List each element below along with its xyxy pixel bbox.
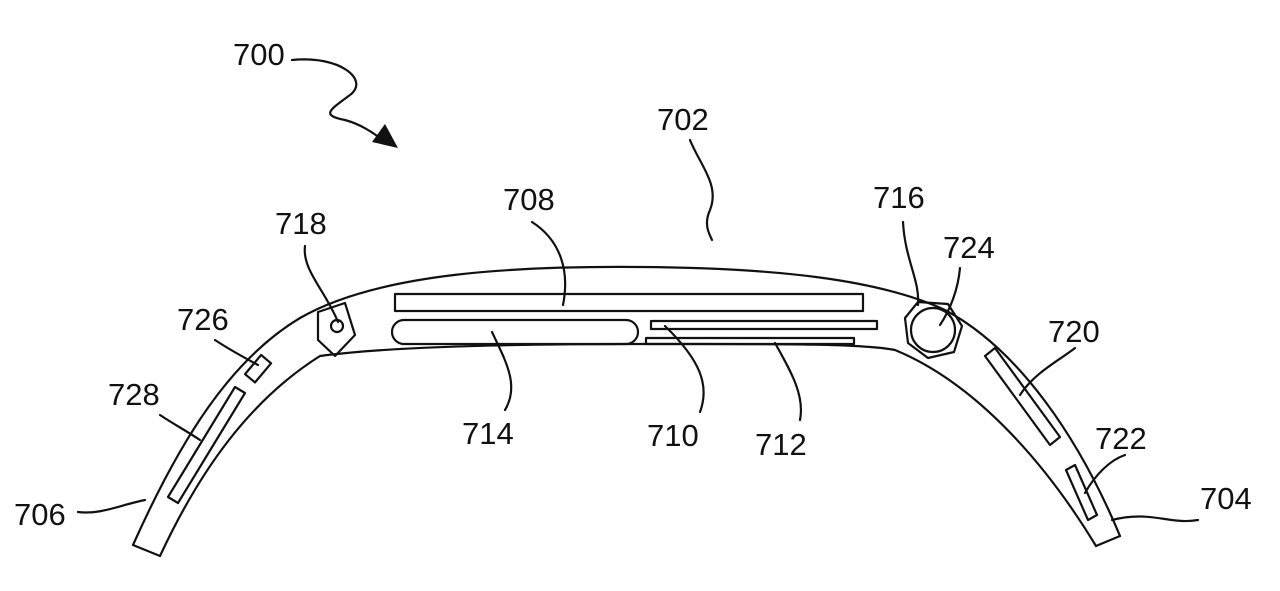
arrowhead-700 bbox=[372, 124, 398, 148]
component-720 bbox=[983, 346, 1062, 447]
leader-704 bbox=[1110, 515, 1200, 523]
band-end-right bbox=[1094, 534, 1122, 548]
label-706: 706 bbox=[14, 497, 66, 532]
leader-714 bbox=[490, 330, 513, 412]
component-722 bbox=[1064, 463, 1099, 522]
leader-720 bbox=[1018, 346, 1077, 397]
label-708: 708 bbox=[503, 182, 555, 217]
component-726 bbox=[243, 353, 273, 384]
leader-722 bbox=[1083, 453, 1127, 495]
battery-714 bbox=[390, 318, 640, 346]
leader-724 bbox=[938, 266, 962, 327]
label-710: 710 bbox=[647, 418, 699, 453]
leader-716 bbox=[901, 220, 920, 307]
component-728 bbox=[166, 385, 247, 505]
label-714: 714 bbox=[462, 416, 514, 451]
label-702: 702 bbox=[657, 102, 709, 137]
leader-702 bbox=[688, 138, 714, 242]
band-inner-edge bbox=[158, 342, 1098, 558]
board-710 bbox=[649, 319, 879, 331]
leader-710 bbox=[663, 324, 705, 414]
label-722: 722 bbox=[1095, 421, 1147, 456]
label-712: 712 bbox=[755, 427, 807, 462]
crown-716 bbox=[903, 300, 964, 360]
display-708 bbox=[393, 292, 865, 313]
label-704: 704 bbox=[1200, 481, 1252, 516]
sensor-718 bbox=[316, 301, 357, 358]
leader-728 bbox=[158, 413, 202, 442]
crown-724 bbox=[909, 306, 957, 354]
label-716: 716 bbox=[873, 180, 925, 215]
leader-700 bbox=[290, 58, 382, 140]
label-700: 700 bbox=[233, 37, 285, 72]
leader-708 bbox=[530, 220, 567, 307]
board-712 bbox=[644, 336, 856, 346]
band-outer-edge bbox=[131, 265, 1122, 547]
leader-706 bbox=[76, 498, 147, 514]
band-end-left bbox=[131, 543, 162, 558]
label-726: 726 bbox=[177, 302, 229, 337]
label-724: 724 bbox=[943, 230, 995, 265]
leader-718 bbox=[303, 244, 340, 324]
leader-726 bbox=[213, 338, 260, 367]
label-728: 728 bbox=[108, 377, 160, 412]
leader-712 bbox=[773, 341, 803, 422]
label-718: 718 bbox=[275, 206, 327, 241]
label-720: 720 bbox=[1048, 314, 1100, 349]
